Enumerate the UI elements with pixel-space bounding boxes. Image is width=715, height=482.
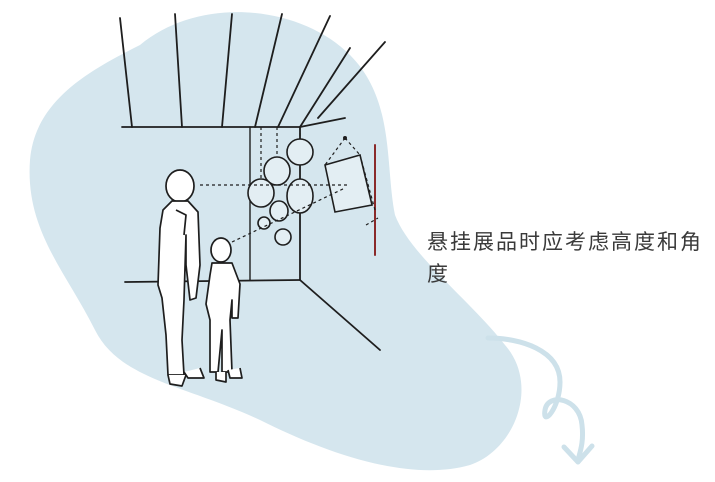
child-figure	[205, 237, 243, 383]
hanging-circles	[247, 138, 314, 246]
curly-arrow-down-icon	[485, 335, 595, 465]
adult-figure	[157, 169, 205, 387]
caption-text: 悬挂展品时应考虑高度和角度	[427, 230, 703, 286]
sightlines	[200, 184, 348, 243]
frame-guides	[324, 137, 379, 226]
room-drawing	[119, 13, 386, 351]
hanging-strings	[260, 127, 301, 179]
frame-hook	[343, 136, 347, 140]
tilted-frame	[324, 154, 373, 213]
